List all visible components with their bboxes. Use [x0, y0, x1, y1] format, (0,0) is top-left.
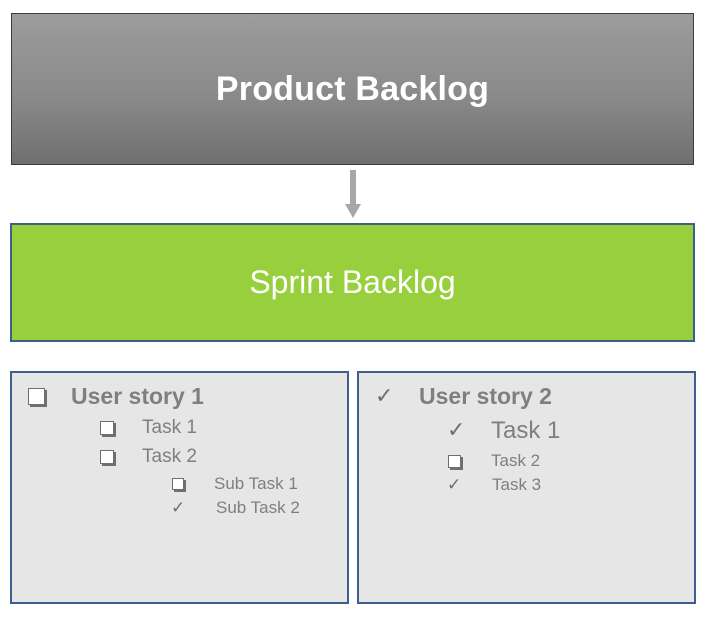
user-story-2-panel: ✓ User story 2 ✓ Task 1 Task 2 ✓ Task 3: [357, 371, 696, 604]
unchecked-box-icon: [100, 450, 114, 464]
user-story-1-label: User story 1: [71, 383, 204, 409]
unchecked-box-icon: [172, 478, 184, 490]
task-label: Task 2: [491, 451, 541, 470]
user-story-2-label: User story 2: [419, 383, 552, 409]
user-story-1-panel: User story 1 Task 1 Task 2 Sub Task 1 ✓ …: [10, 371, 349, 604]
product-backlog-title: Product Backlog: [215, 69, 490, 108]
user-story-1-task-1: Task 1: [100, 417, 197, 439]
checkmark-icon: ✓: [171, 497, 186, 518]
flow-arrow-head: [345, 204, 361, 218]
user-story-1-item: User story 1: [28, 383, 204, 410]
unchecked-box-icon: [28, 388, 45, 405]
user-story-1-task-2: Task 2: [100, 446, 197, 468]
user-story-1-subtask-1: Sub Task 1: [172, 474, 298, 494]
unchecked-box-icon: [448, 454, 461, 468]
task-label: Task 2: [142, 446, 197, 467]
flow-arrow-shaft: [350, 170, 356, 204]
checkmark-icon: ✓: [447, 474, 462, 495]
subtask-label: Sub Task 1: [214, 474, 298, 493]
user-story-2-task-1: ✓ Task 1: [447, 417, 560, 445]
user-story-2-item: ✓ User story 2: [375, 383, 552, 410]
sprint-backlog-title: Sprint Backlog: [249, 264, 456, 300]
task-label: Task 3: [492, 475, 542, 494]
user-story-2-task-3: ✓ Task 3: [447, 475, 541, 495]
user-story-2-task-2: Task 2: [448, 451, 540, 471]
checkmark-icon: ✓: [375, 383, 394, 409]
task-label: Task 1: [491, 417, 561, 444]
product-backlog-box: Product Backlog: [11, 13, 694, 165]
user-story-1-subtask-2: ✓ Sub Task 2: [171, 498, 300, 518]
task-label: Task 1: [142, 417, 197, 438]
unchecked-box-icon: [100, 421, 114, 435]
subtask-label: Sub Task 2: [216, 498, 300, 517]
checkmark-icon: ✓: [447, 418, 466, 443]
sprint-backlog-box: Sprint Backlog: [10, 223, 695, 342]
